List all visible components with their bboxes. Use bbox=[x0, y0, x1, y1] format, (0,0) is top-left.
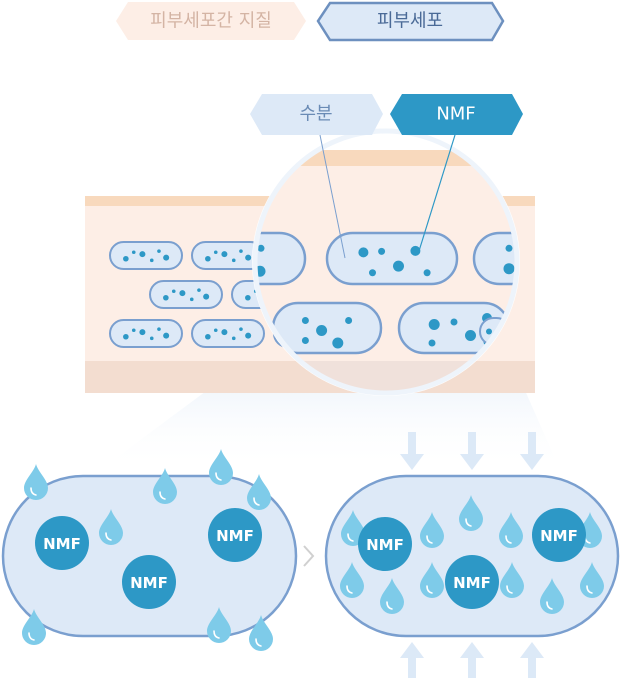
nmf-dot bbox=[213, 328, 218, 333]
moisture-callout: 수분 bbox=[250, 94, 383, 135]
nmf-callout-label: NMF bbox=[436, 104, 475, 125]
nmf-circle: NMF bbox=[35, 516, 89, 570]
nmf-callout: NMF bbox=[390, 94, 523, 135]
chevron-right-icon bbox=[303, 545, 315, 567]
nmf-dot bbox=[503, 263, 515, 275]
nmf-dot bbox=[465, 330, 476, 341]
skin-cell bbox=[472, 231, 517, 286]
skin-cell bbox=[109, 241, 183, 270]
nmf-dot bbox=[316, 325, 328, 336]
skin-cell bbox=[255, 231, 307, 286]
cell-before: NMF NMF NMF bbox=[1, 449, 298, 651]
arrow-up-icon bbox=[400, 642, 424, 678]
nmf-dot bbox=[123, 333, 129, 340]
tab-skin-cell-label: 피부세포 bbox=[377, 11, 443, 32]
nmf-dot bbox=[378, 247, 386, 255]
nmf-dot bbox=[505, 244, 513, 252]
nmf-label: NMF bbox=[453, 574, 491, 592]
nmf-circle: NMF bbox=[532, 508, 586, 562]
nmf-dot bbox=[345, 317, 353, 324]
nmf-dot bbox=[131, 328, 136, 333]
nmf-dot bbox=[131, 250, 136, 255]
arrow-down-icon bbox=[400, 432, 424, 470]
nmf-dot bbox=[245, 332, 252, 339]
nmf-dot bbox=[221, 329, 228, 336]
skin-cell bbox=[191, 319, 265, 348]
nmf-label: NMF bbox=[540, 527, 578, 545]
nmf-dot bbox=[163, 332, 170, 339]
nmf-dot bbox=[123, 255, 129, 262]
magnified-cells bbox=[255, 231, 517, 355]
nmf-dot bbox=[450, 318, 458, 326]
nmf-circle: NMF bbox=[208, 508, 262, 562]
nmf-label: NMF bbox=[43, 535, 81, 553]
nmf-dot bbox=[393, 260, 404, 272]
water-drop-icon bbox=[24, 464, 48, 500]
nmf-dot bbox=[205, 333, 211, 340]
arrow-up-icon bbox=[460, 642, 484, 678]
nmf-dot bbox=[428, 339, 436, 347]
nmf-dot bbox=[332, 337, 344, 349]
nmf-dot bbox=[369, 269, 376, 277]
nmf-dot bbox=[245, 254, 252, 261]
nmf-dot bbox=[231, 258, 236, 263]
nmf-dot bbox=[149, 336, 154, 341]
nmf-dot bbox=[423, 269, 431, 277]
nmf-pointer-line bbox=[418, 134, 456, 252]
skin-cell bbox=[149, 280, 223, 309]
nmf-label: NMF bbox=[216, 527, 254, 545]
nmf-dot bbox=[410, 245, 421, 256]
water-drop-icon bbox=[247, 474, 271, 510]
skin-cell bbox=[109, 319, 183, 348]
nmf-dot bbox=[163, 294, 169, 301]
nmf-dot bbox=[221, 251, 228, 258]
nmf-label: NMF bbox=[366, 536, 404, 554]
arrow-down-icon bbox=[520, 432, 544, 470]
nmf-dot bbox=[245, 294, 251, 301]
nmf-dot bbox=[213, 250, 218, 255]
moisture-callout-label: 수분 bbox=[299, 104, 332, 125]
nmf-dot bbox=[139, 251, 146, 258]
nmf-dot bbox=[301, 317, 309, 324]
water-drop-icon bbox=[153, 468, 177, 504]
arrow-up-icon bbox=[520, 642, 544, 678]
cell-after: NMF NMF NMF bbox=[324, 474, 620, 638]
arrow-down-icon bbox=[460, 432, 484, 470]
nmf-circle: NMF bbox=[358, 517, 412, 571]
nmf-dot bbox=[239, 327, 243, 331]
tab-intercellular-lipid[interactable]: 피부세포간 지질 bbox=[116, 2, 306, 40]
tab-intercellular-lipid-label: 피부세포간 지질 bbox=[150, 11, 272, 32]
nmf-dot bbox=[301, 337, 309, 344]
nmf-dot bbox=[157, 327, 161, 331]
nmf-dot bbox=[428, 319, 440, 330]
nmf-dot bbox=[139, 329, 146, 336]
nmf-dot bbox=[157, 249, 161, 253]
skin-cell bbox=[325, 231, 459, 286]
nmf-label: NMF bbox=[130, 574, 168, 592]
nmf-dot bbox=[358, 247, 369, 258]
nmf-dot bbox=[257, 244, 265, 252]
nmf-dot bbox=[205, 255, 211, 262]
nmf-dot bbox=[171, 289, 176, 294]
nmf-dot bbox=[189, 297, 194, 302]
tab-skin-cell[interactable]: 피부세포 bbox=[316, 1, 505, 42]
small-cells bbox=[109, 241, 347, 348]
nmf-dot bbox=[203, 293, 210, 300]
moisture-pointer-line bbox=[319, 134, 346, 259]
nmf-dot bbox=[179, 290, 186, 297]
inflow-arrows bbox=[400, 432, 544, 678]
nmf-circle: NMF bbox=[122, 555, 176, 609]
nmf-dot bbox=[231, 336, 236, 341]
nmf-circle: NMF bbox=[445, 555, 499, 609]
nmf-dot bbox=[197, 288, 201, 292]
nmf-dot bbox=[239, 249, 243, 253]
nmf-dot bbox=[163, 254, 170, 261]
magnifier bbox=[252, 128, 520, 396]
nmf-dot bbox=[486, 328, 492, 335]
skin-cell bbox=[271, 301, 383, 355]
nmf-dot bbox=[149, 258, 154, 263]
